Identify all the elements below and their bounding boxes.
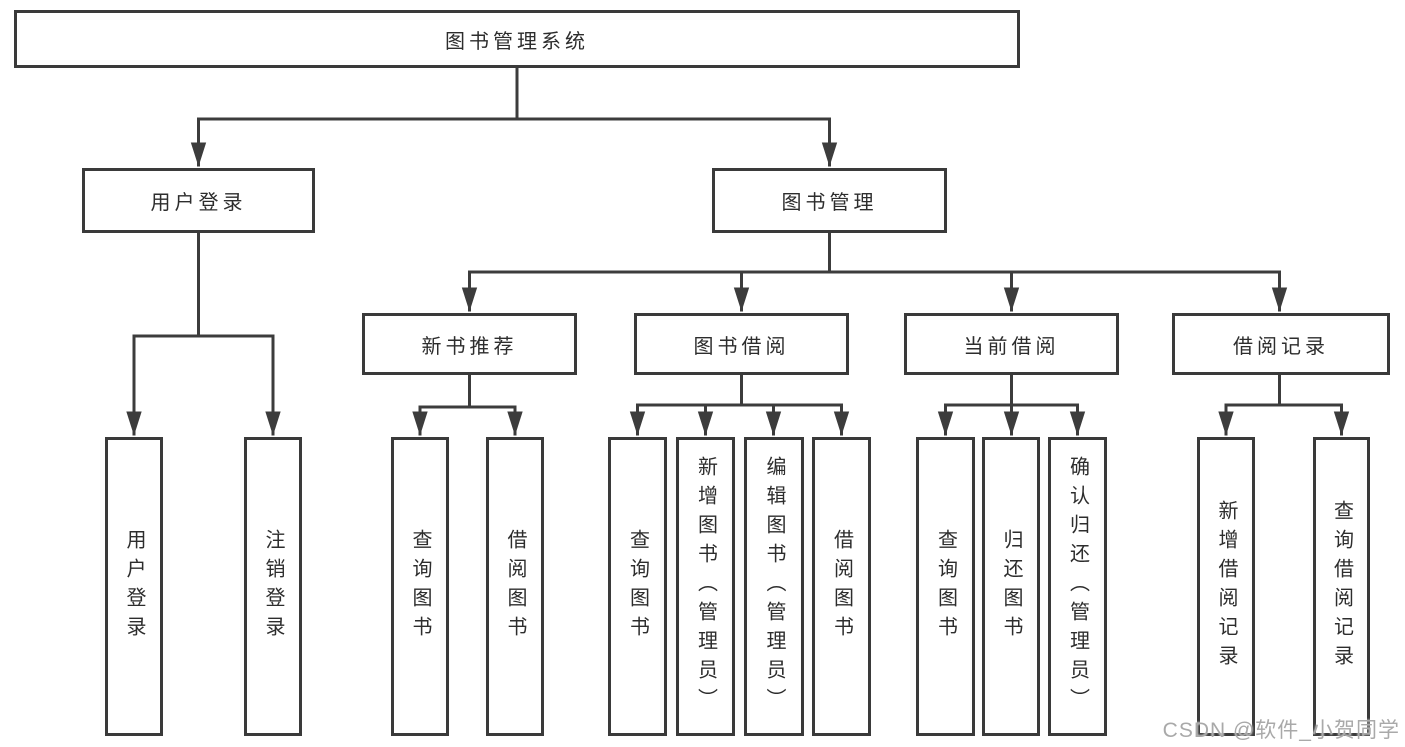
edges-root	[199, 65, 830, 167]
node-leaf-query-books-3: 查询图书	[916, 437, 975, 736]
edges-new-book-recommend	[420, 373, 515, 436]
leaf-label: 查询借阅记录	[1330, 499, 1353, 674]
leaf-label: 借阅图书	[504, 528, 526, 645]
leaf-label: 注销登录	[262, 528, 284, 645]
leaf-label: 新增图书（管理员）	[694, 456, 717, 717]
node-root: 图书管理系统	[14, 10, 1020, 68]
node-leaf-return-books: 归还图书	[982, 437, 1040, 736]
node-current-borrow: 当前借阅	[904, 313, 1119, 375]
node-user-login: 用户登录	[82, 168, 315, 233]
leaf-label: 查询图书	[934, 528, 957, 645]
node-leaf-logout: 注销登录	[244, 437, 302, 736]
edges-user-login	[134, 231, 273, 436]
node-leaf-add-borrow-record: 新增借阅记录	[1197, 437, 1255, 736]
node-new-book-recommend: 新书推荐	[362, 313, 577, 375]
leaf-label: 查询图书	[409, 528, 431, 645]
leaf-label: 查询图书	[626, 528, 649, 645]
node-leaf-add-books-admin: 新增图书（管理员）	[676, 437, 735, 736]
leaf-label: 归还图书	[1000, 528, 1022, 645]
leaf-label: 确认归还（管理员）	[1066, 456, 1089, 717]
edges-book-management	[470, 231, 1280, 312]
node-leaf-user-login: 用户登录	[105, 437, 163, 736]
node-leaf-query-books-2: 查询图书	[608, 437, 667, 736]
edges-borrow-records	[1226, 373, 1342, 436]
leaf-label: 用户登录	[123, 528, 145, 645]
node-leaf-borrow-books-1: 借阅图书	[486, 437, 544, 736]
leaf-label: 新增借阅记录	[1215, 499, 1237, 674]
edges-book-borrow	[638, 373, 842, 436]
leaf-label: 编辑图书（管理员）	[763, 456, 785, 717]
leaf-label: 借阅图书	[830, 528, 853, 645]
node-leaf-confirm-return-admin: 确认归还（管理员）	[1048, 437, 1107, 736]
node-book-borrow: 图书借阅	[634, 313, 849, 375]
node-leaf-borrow-books-2: 借阅图书	[812, 437, 871, 736]
node-book-management: 图书管理	[712, 168, 947, 233]
watermark: CSDN @软件_小贺同学	[1162, 719, 1400, 742]
node-borrow-records: 借阅记录	[1172, 313, 1390, 375]
node-leaf-query-books-1: 查询图书	[391, 437, 449, 736]
edges-current-borrow	[946, 373, 1078, 436]
node-leaf-query-borrow-record: 查询借阅记录	[1313, 437, 1370, 736]
node-leaf-edit-books-admin: 编辑图书（管理员）	[744, 437, 804, 736]
